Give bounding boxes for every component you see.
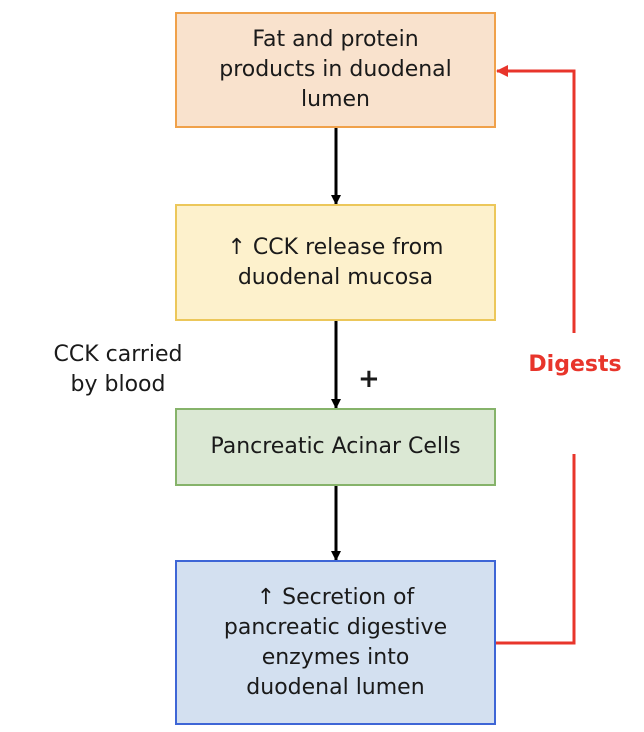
node-pancreatic-acinar-cells: Pancreatic Acinar Cells <box>175 408 496 486</box>
node-fat-protein-products: Fat and protein products in duodenal lum… <box>175 12 496 128</box>
label-stimulation-plus: + <box>358 364 380 394</box>
node-enzyme-secretion: ↑ Secretion of pancreatic digestive enzy… <box>175 560 496 725</box>
feedback-line-lower <box>496 454 576 645</box>
node-cck-release: ↑ CCK release from duodenal mucosa <box>175 204 496 321</box>
label-digests: Digests <box>528 352 622 377</box>
label-cck-carried-by-blood: CCK carried by blood <box>53 342 183 397</box>
feedback-arrow-upper <box>496 65 576 333</box>
